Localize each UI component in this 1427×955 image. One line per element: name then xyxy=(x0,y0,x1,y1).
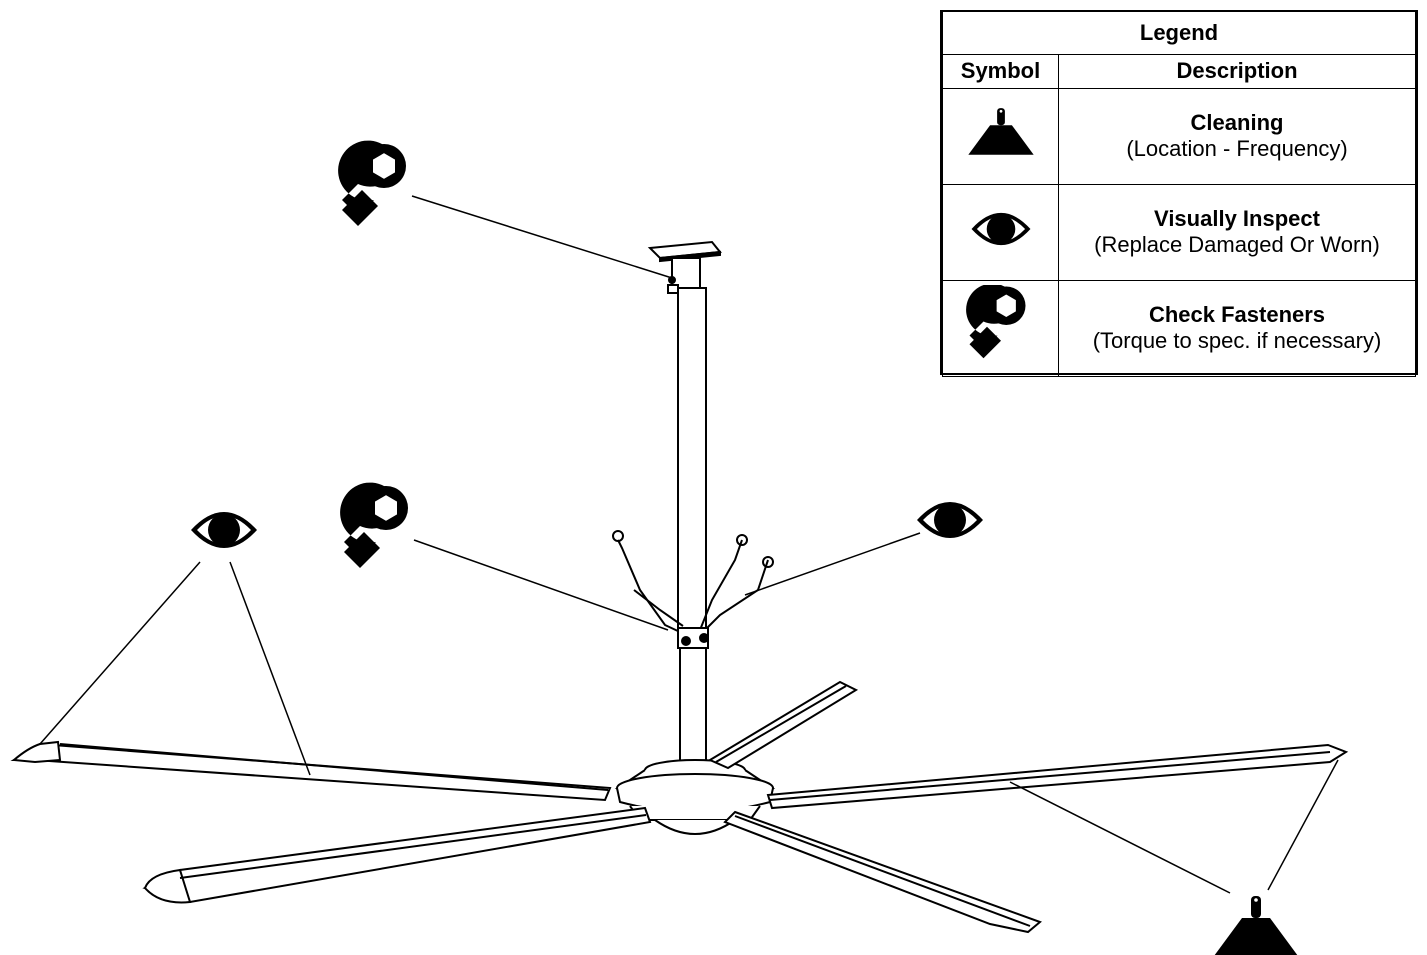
cleaning-scraper-icon xyxy=(1214,896,1298,955)
legend-row-cleaning: Cleaning (Location - Frequency) xyxy=(942,87,1416,185)
symbol-header: Symbol xyxy=(942,53,1059,89)
legend-fasteners-subtitle: (Torque to spec. if necessary) xyxy=(1092,328,1382,353)
motor-hub xyxy=(614,759,776,835)
legend-cleaning-title: Cleaning xyxy=(1190,110,1284,135)
description-header: Description xyxy=(1058,53,1416,89)
legend-cleaning-subtitle: (Location - Frequency) xyxy=(1126,136,1348,161)
eye-icon xyxy=(191,512,257,548)
ceiling-mount xyxy=(647,240,722,294)
legend-row-fasteners: Check Fasteners (Torque to spec. if nece… xyxy=(942,279,1416,377)
fan-blades xyxy=(10,680,1349,934)
eye-icon xyxy=(971,212,1030,246)
legend-inspect-title: Visually Inspect xyxy=(1154,206,1320,231)
legend-table: Legend Symbol Description Cleaning (Loca… xyxy=(940,10,1418,377)
legend-fasteners-title: Check Fasteners xyxy=(1148,302,1326,327)
guy-wires xyxy=(612,530,774,649)
wrench-icon xyxy=(337,139,407,227)
leader-lines xyxy=(39,195,1339,894)
cleaning-scraper-icon xyxy=(967,108,1034,155)
wrench-icon xyxy=(964,282,1026,360)
wrench-icon xyxy=(339,481,409,569)
downtube xyxy=(677,287,707,769)
eye-icon xyxy=(917,502,983,538)
legend-title: Legend xyxy=(942,12,1416,55)
legend-inspect-subtitle: (Replace Damaged Or Worn) xyxy=(1094,232,1380,257)
legend-row-inspect: Visually Inspect (Replace Damaged Or Wor… xyxy=(942,183,1416,281)
